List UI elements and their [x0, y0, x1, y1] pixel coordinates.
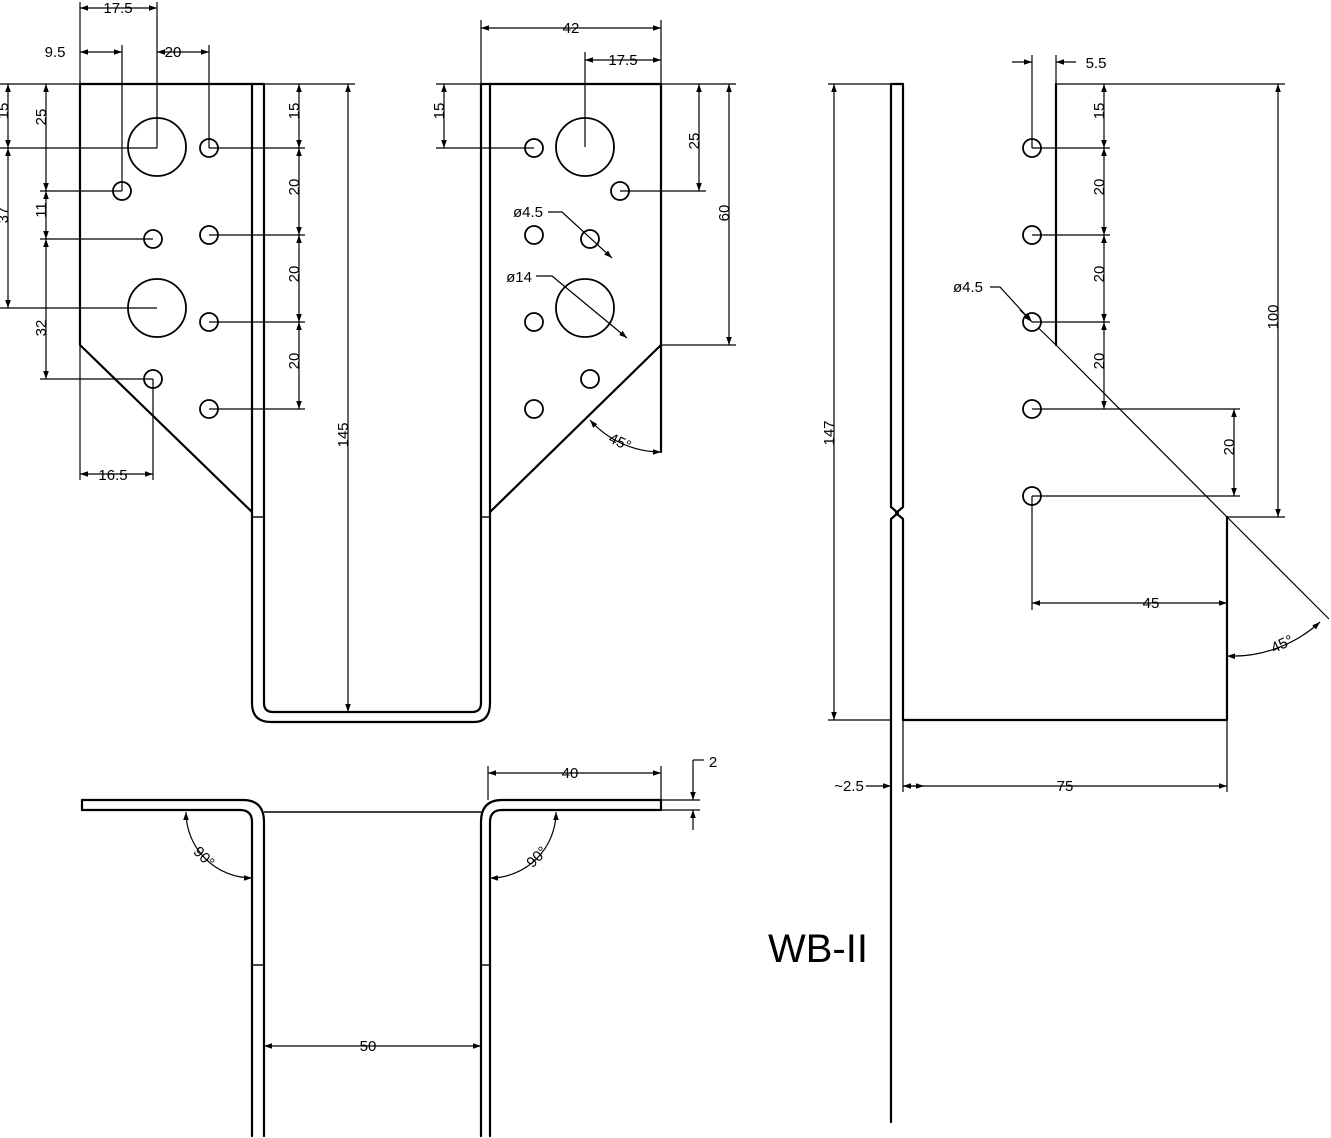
front-view: 17.5 9.5 20 15 25 37 11 32 15 20 20 20 1…	[0, 0, 736, 724]
front-view-inner-bend	[250, 82, 492, 724]
dim-text: 15	[0, 103, 12, 120]
dim-text: 100	[1265, 304, 1282, 329]
dim-text: 20	[286, 266, 303, 283]
large-hole	[555, 278, 615, 338]
dim-text: 20	[1221, 439, 1238, 456]
top-view: 40 2 90° 90° 50	[80, 754, 717, 1138]
dim-text: 145	[335, 422, 352, 447]
small-hole	[524, 312, 544, 332]
dim-text: 75	[1057, 778, 1074, 795]
dim-text: 45°	[1268, 632, 1296, 657]
drawing-title: WB-II	[768, 927, 868, 971]
dim-text: 15	[286, 103, 303, 120]
small-hole	[580, 229, 600, 249]
dim-text: 147	[821, 420, 838, 445]
dim-text: 90°	[523, 843, 551, 871]
side-view: 5.5 15 20 20 20 20 ø4.5 100 147 45 45° ~…	[821, 55, 1330, 1124]
dim-text: 20	[1091, 179, 1108, 196]
dim-text: 20	[1091, 266, 1108, 283]
dim-text: 17.5	[608, 52, 637, 69]
side-view-outline	[889, 82, 900, 1124]
dim-text: 16.5	[98, 467, 127, 484]
small-hole	[524, 399, 544, 419]
dim-text: 45	[1143, 595, 1160, 612]
dim-text: 20	[165, 44, 182, 61]
dim-text: 9.5	[45, 44, 66, 61]
dim-text: ø4.5	[953, 279, 983, 296]
front-view-right-chamfer	[488, 343, 663, 514]
dim-text: 37	[0, 207, 12, 224]
front-view-outline	[78, 82, 663, 714]
dim-text: 40	[562, 765, 579, 782]
dim-text: 17.5	[103, 0, 132, 17]
dim-text: 45°	[606, 430, 634, 455]
dim-text: ~2.5	[834, 778, 864, 795]
small-hole	[580, 369, 600, 389]
top-view-outline	[80, 798, 266, 1138]
dim-text: 20	[286, 179, 303, 196]
small-hole	[524, 225, 544, 245]
dim-text: 60	[716, 205, 733, 222]
dim-text: 90°	[190, 843, 218, 871]
dim-text: 15	[431, 103, 448, 120]
dim-text: ø4.5	[513, 204, 543, 221]
dim-text: 2	[709, 754, 717, 771]
dim-text: 20	[286, 353, 303, 370]
dim-text: 11	[33, 202, 50, 218]
dim-text: 25	[686, 133, 703, 150]
dim-text: 5.5	[1086, 55, 1107, 72]
dim-text: 32	[33, 320, 50, 337]
dim-text: ø14	[506, 269, 532, 286]
dim-text: 42	[563, 20, 580, 37]
dim-text: 15	[1091, 103, 1108, 120]
dim-text: 50	[360, 1038, 377, 1055]
dim-text: 25	[33, 109, 50, 126]
dim-text: 20	[1091, 353, 1108, 370]
